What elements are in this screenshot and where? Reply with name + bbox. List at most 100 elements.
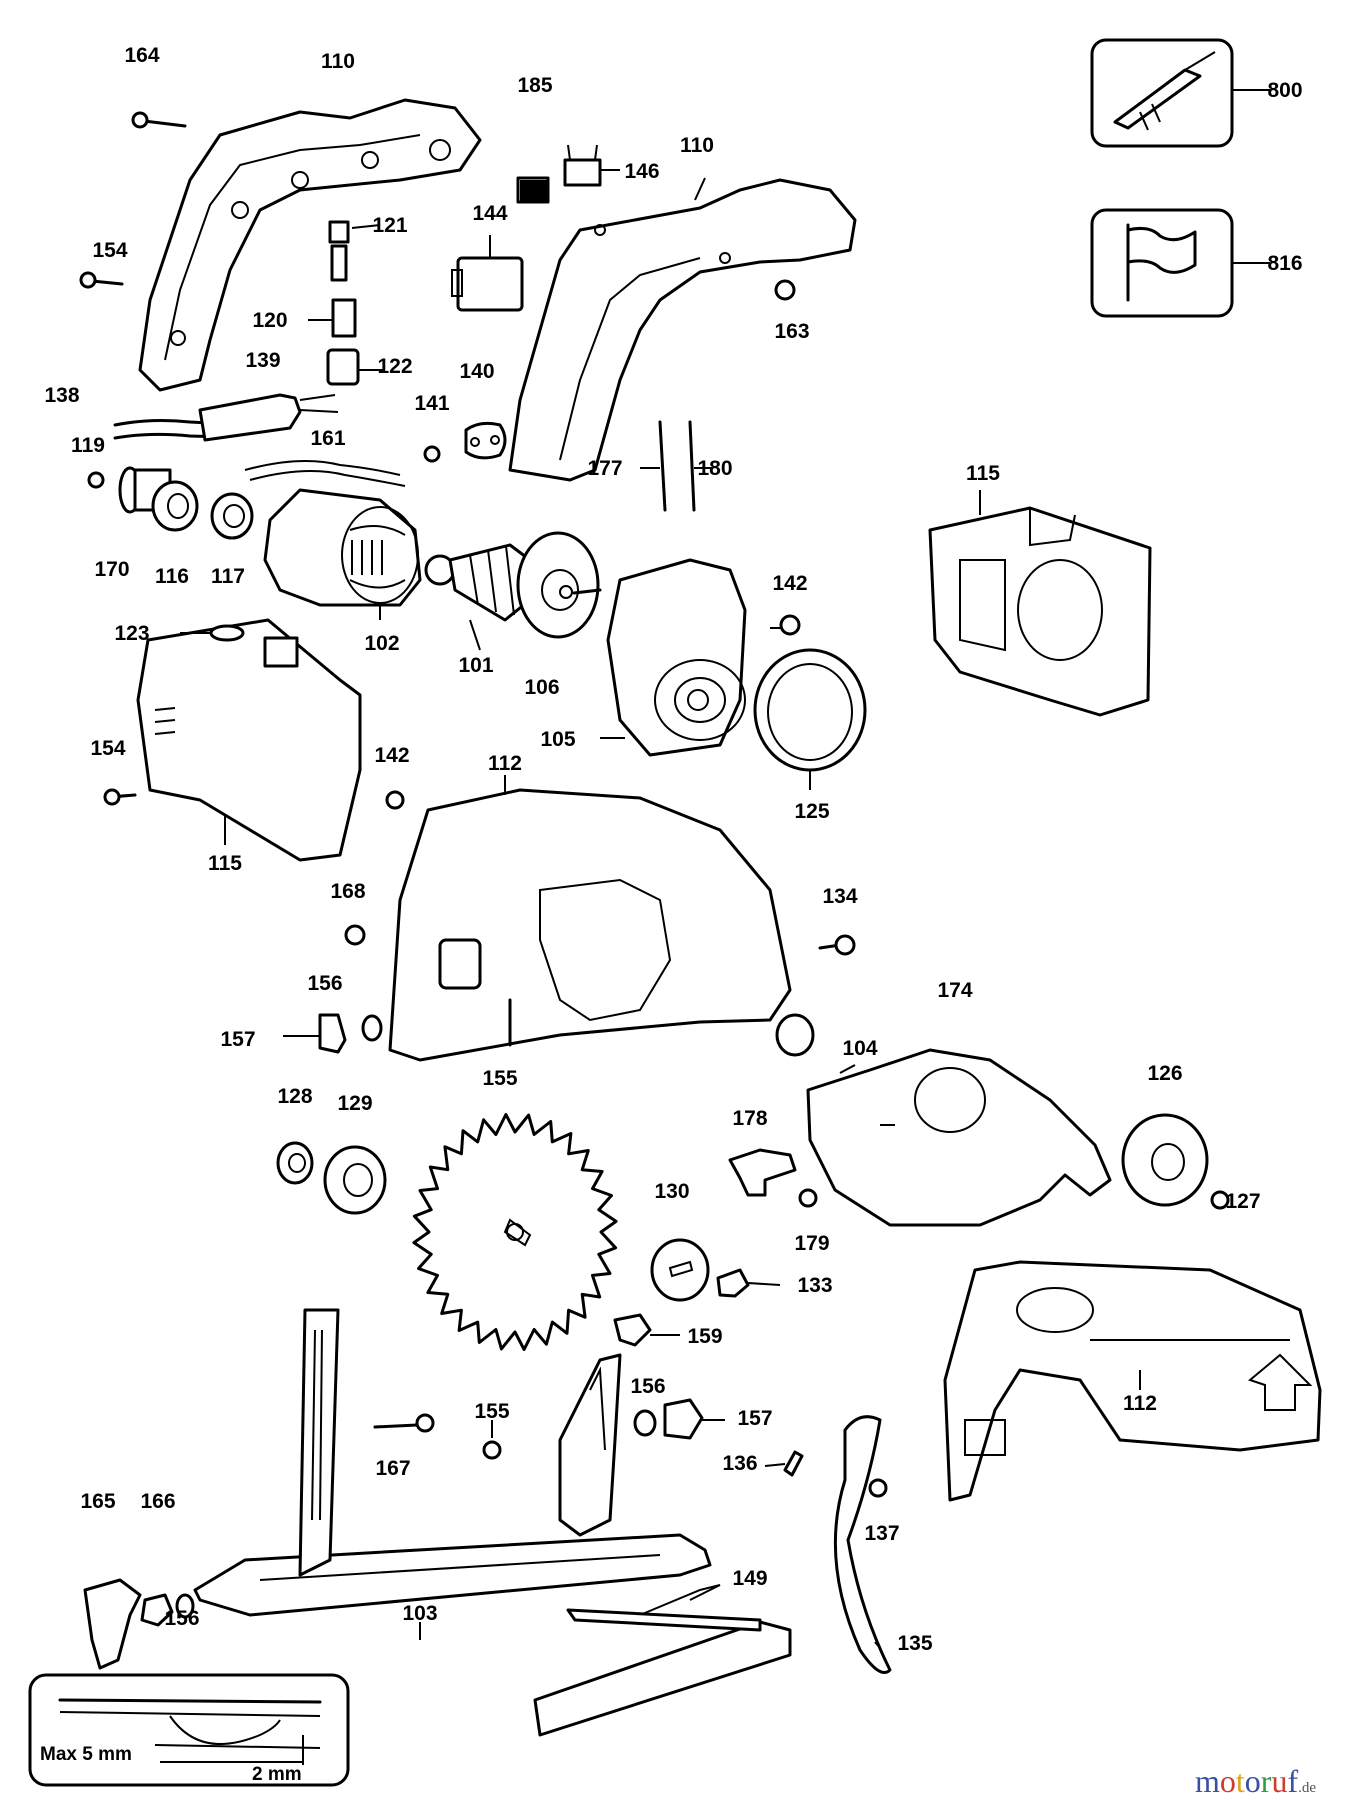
stator-102 [263,488,422,620]
part-label-178: 178 [732,1107,767,1130]
part-label-800: 800 [1267,79,1302,102]
power-cable [113,393,406,487]
handle-half-110-left [79,98,482,392]
motor-housing-115-right [928,490,1152,717]
part-label-156c: 156 [164,1607,199,1630]
part-label-128: 128 [277,1085,312,1108]
part-label-142b: 142 [374,744,409,767]
part-label-164: 164 [124,44,159,67]
part-label-105: 105 [540,728,575,751]
part-label-130: 130 [654,1180,689,1203]
part-label-155a: 155 [482,1067,517,1090]
part-label-141: 141 [414,392,449,415]
part-label-179: 179 [794,1232,829,1255]
part-label-161: 161 [310,427,345,450]
part-label-156a: 156 [307,972,342,995]
knob-157-upper [283,1013,815,1057]
brand-letter: o [1245,1763,1261,1799]
gear-housing-105 [600,558,867,790]
brand-letter: r [1261,1763,1272,1799]
part-label-167: 167 [375,1457,410,1480]
part-label-135: 135 [897,1632,932,1655]
part-label-816: 816 [1267,252,1302,275]
part-label-140: 140 [459,360,494,383]
part-label-101: 101 [458,654,493,677]
part-label-154a: 154 [92,239,127,262]
washer-128 [276,1141,314,1185]
part-label-112b: 112 [1123,1392,1157,1415]
part-label-170: 170 [94,558,129,581]
part-label-126: 126 [1147,1062,1182,1085]
part-label-139: 139 [245,349,280,372]
knob-159 [613,1313,680,1347]
part-label-185: 185 [517,74,552,97]
part-label-142a: 142 [772,572,807,595]
part-label-144: 144 [472,202,507,225]
part-label-129: 129 [337,1092,372,1115]
baseplate-103 [193,1308,721,1640]
part-label-112a: 112 [488,752,522,775]
part-label-165: 165 [80,1490,115,1513]
part-label-115b: 115 [208,852,242,875]
switch-144 [451,144,620,312]
saw-blade [412,1113,618,1351]
lever-135 [833,1415,892,1674]
part-label-146: 146 [624,160,659,183]
blade-guard-112-upper [344,775,856,1062]
part-label-155b: 155 [474,1400,509,1423]
flange-129 [323,1145,387,1215]
part-label-154b: 154 [90,737,125,760]
part-label-103: 103 [402,1602,437,1625]
brand-letter: m [1195,1763,1220,1799]
armature-101 [424,531,602,651]
inset-min-depth: 2 mm [252,1764,302,1785]
inset-max-depth: Max 5 mm [40,1744,132,1765]
part-label-123: 123 [114,622,149,645]
cable-clamp-140 [423,420,712,512]
base-screws [373,1398,888,1498]
part-label-122: 122 [377,355,412,378]
brand-letter: t [1236,1763,1245,1799]
flange-nut-130 [650,1238,781,1302]
brand-watermark: motoruf.de [1195,1763,1316,1799]
part-label-180: 180 [697,457,732,480]
blade-guard-112-lower [943,1260,1322,1502]
part-label-166: 166 [140,1490,175,1513]
part-label-156b: 156 [630,1375,665,1398]
brand-letter: f [1287,1763,1298,1799]
lower-guard-104 [806,1048,1112,1227]
brand-letter: o [1220,1763,1236,1799]
clamp-178 [728,1148,818,1208]
accessory-800-box [1090,38,1270,148]
part-label-133: 133 [797,1274,832,1297]
bearing-stack [87,466,254,540]
part-label-106: 106 [524,676,559,699]
part-label-138: 138 [44,384,79,407]
flange-126 [1121,1113,1230,1210]
part-label-159: 159 [687,1325,722,1348]
handle-half-110-right [508,177,857,482]
part-label-168: 168 [330,880,365,903]
part-label-110b: 110 [680,134,714,157]
brand-suffix: .de [1298,1780,1316,1796]
part-label-149: 149 [732,1567,767,1590]
part-label-115a: 115 [966,462,1000,485]
part-label-117: 117 [211,565,245,588]
part-label-157b: 157 [737,1407,772,1430]
brush-assembly [308,220,385,386]
part-label-177: 177 [587,457,622,480]
part-label-102: 102 [364,632,399,655]
part-label-163: 163 [774,320,809,343]
part-label-134: 134 [822,885,857,908]
part-label-110a: 110 [321,50,355,73]
bevel-knob-165 [83,1578,195,1670]
part-label-104: 104 [842,1037,877,1060]
depth-inset [28,1673,350,1787]
part-label-157a: 157 [220,1028,255,1051]
part-label-137: 137 [864,1522,899,1545]
part-label-174: 174 [937,979,972,1002]
accessory-816-box [1090,208,1270,318]
part-label-119: 119 [71,434,105,457]
